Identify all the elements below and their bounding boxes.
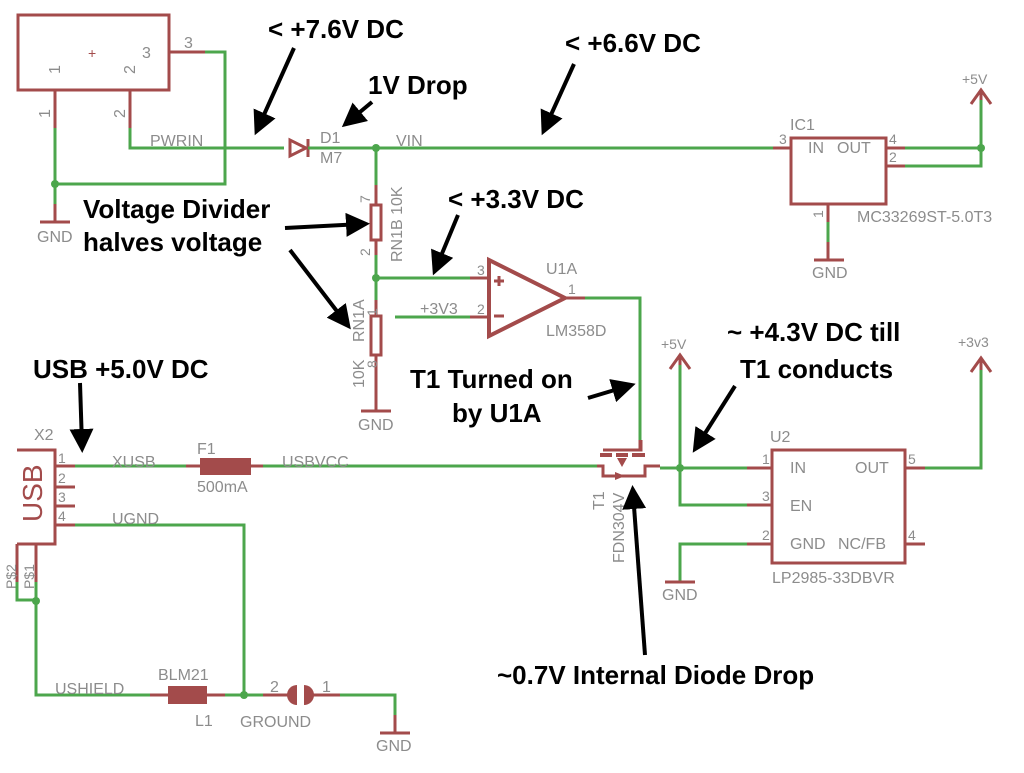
svg-text:8: 8: [364, 360, 380, 368]
svg-text:by U1A: by U1A: [452, 398, 542, 428]
svg-text:GND: GND: [358, 417, 394, 434]
svg-text:+3v3: +3v3: [958, 334, 989, 350]
svg-text:4: 4: [908, 527, 916, 543]
svg-text:< +3.3V DC: < +3.3V DC: [448, 184, 584, 214]
svg-text:1: 1: [47, 65, 64, 74]
ground-jumper: 2 1 GROUND GND: [240, 679, 412, 755]
svg-text:IC1: IC1: [790, 117, 815, 134]
svg-text:P$1: P$1: [21, 564, 37, 589]
ferrite-l1: BLM21 L1: [150, 667, 225, 730]
svg-text:2: 2: [112, 109, 129, 118]
svg-text:X2: X2: [34, 427, 54, 444]
svg-text:+5V: +5V: [661, 336, 687, 352]
svg-text:2: 2: [477, 301, 485, 317]
svg-text:MC33269ST-5.0T3: MC33269ST-5.0T3: [857, 209, 992, 226]
regulator-u2: +5V +3v3 U2 IN EN GND OUT NC/FB 1 3 2 5 …: [661, 334, 993, 604]
svg-text:IN: IN: [808, 140, 824, 157]
net-pwrin: PWRIN: [150, 133, 203, 150]
svg-text:GND: GND: [662, 587, 698, 604]
gnd-label: GND: [37, 229, 73, 246]
svg-text:L1: L1: [195, 713, 213, 730]
svg-text:1: 1: [58, 450, 66, 466]
svg-text:1: 1: [322, 679, 331, 696]
svg-text:GND: GND: [812, 265, 848, 282]
svg-text:3: 3: [142, 45, 151, 62]
svg-text:XUSB: XUSB: [112, 454, 156, 471]
svg-text:2: 2: [270, 679, 279, 696]
svg-text:3: 3: [184, 35, 193, 52]
regulator-ic1: IC1 IN OUT 3 4 2 1 MC33269ST-5.0T3 GND +…: [773, 71, 992, 282]
net-vin: VIN: [396, 133, 423, 150]
svg-text:2: 2: [122, 65, 139, 74]
resistor-rn1a: RN1A 1 10K 8 GND: [351, 278, 394, 434]
svg-text:halves voltage: halves voltage: [83, 227, 262, 257]
svg-text:USB: USB: [17, 464, 48, 522]
svg-text:RN1B 10K: RN1B 10K: [389, 186, 406, 262]
svg-text:M7: M7: [320, 150, 342, 167]
svg-text:3: 3: [779, 131, 787, 147]
svg-text:1: 1: [810, 210, 826, 218]
svg-text:U1A: U1A: [546, 261, 577, 278]
svg-text:USHIELD: USHIELD: [55, 681, 124, 698]
svg-text:2: 2: [762, 527, 770, 543]
svg-text:1: 1: [37, 109, 54, 118]
svg-text:+: +: [88, 45, 96, 61]
svg-text:3: 3: [58, 489, 66, 505]
svg-text:T1: T1: [591, 491, 608, 510]
svg-text:D1: D1: [320, 130, 341, 147]
supply-5v: +5V: [962, 71, 988, 87]
svg-text:F1: F1: [197, 441, 216, 458]
svg-text:UGND: UGND: [112, 511, 159, 528]
svg-text:1: 1: [364, 308, 380, 316]
svg-text:3: 3: [477, 262, 485, 278]
svg-text:T1 conducts: T1 conducts: [740, 354, 893, 384]
svg-text:GROUND: GROUND: [240, 714, 311, 731]
svg-text:BLM21: BLM21: [158, 667, 209, 684]
svg-text:USBVCC: USBVCC: [282, 454, 349, 471]
svg-text:P$2: P$2: [3, 564, 19, 589]
svg-text:4: 4: [889, 131, 897, 147]
svg-text:OUT: OUT: [855, 460, 889, 477]
svg-text:< +6.6V DC: < +6.6V DC: [565, 28, 701, 58]
resistor-rn1b: 7 2 RN1B 10K: [357, 148, 406, 278]
svg-text:OUT: OUT: [837, 140, 871, 157]
fuse-f1: F1 500mA USBVCC: [186, 441, 597, 496]
opamp-u1a: 3 2 1 U1A LM358D +3V3: [376, 256, 642, 450]
svg-text:500mA: 500mA: [197, 479, 248, 496]
svg-text:EN: EN: [790, 498, 812, 515]
svg-text:NC/FB: NC/FB: [838, 536, 886, 553]
svg-text:GND: GND: [790, 536, 826, 553]
svg-text:2: 2: [889, 149, 897, 165]
svg-text:Voltage Divider: Voltage Divider: [83, 194, 270, 224]
svg-text:7: 7: [357, 195, 373, 203]
svg-text:GND: GND: [376, 738, 412, 755]
svg-text:5: 5: [908, 451, 916, 467]
net-3v3: +3V3: [420, 301, 458, 318]
svg-text:IN: IN: [790, 460, 806, 477]
svg-text:T1 Turned on: T1 Turned on: [410, 364, 573, 394]
power-connector: + 1 2 3 1 2 3 GND PWRIN: [16, 13, 284, 246]
svg-text:4: 4: [58, 508, 66, 524]
svg-text:10K: 10K: [351, 359, 368, 388]
svg-text:LP2985-33DBVR: LP2985-33DBVR: [772, 570, 895, 587]
svg-text:< +7.6V DC: < +7.6V DC: [268, 14, 404, 44]
svg-text:2: 2: [58, 470, 66, 486]
svg-text:~0.7V Internal Diode Drop: ~0.7V Internal Diode Drop: [497, 660, 814, 690]
annotations: < +7.6V DC < +6.6V DC 1V Drop Voltage Di…: [33, 14, 900, 690]
usb-connector-x2: X2 USB 1 2 3 4 P$2 P$1 XUSB UGND USHIELD: [3, 427, 397, 715]
svg-text:1: 1: [568, 281, 576, 297]
svg-text:LM358D: LM358D: [546, 323, 606, 340]
svg-text:U2: U2: [770, 429, 791, 446]
svg-text:FDN304V: FDN304V: [611, 492, 628, 563]
svg-text:~ +4.3V DC till: ~ +4.3V DC till: [727, 317, 900, 347]
svg-text:1V Drop: 1V Drop: [368, 70, 468, 100]
svg-text:2: 2: [357, 248, 373, 256]
svg-text:RN1A: RN1A: [351, 299, 368, 342]
svg-text:USB +5.0V DC: USB +5.0V DC: [33, 354, 209, 384]
svg-text:3: 3: [762, 488, 770, 504]
svg-text:1: 1: [762, 451, 770, 467]
mosfet-t1: T1 FDN304V: [591, 440, 747, 563]
